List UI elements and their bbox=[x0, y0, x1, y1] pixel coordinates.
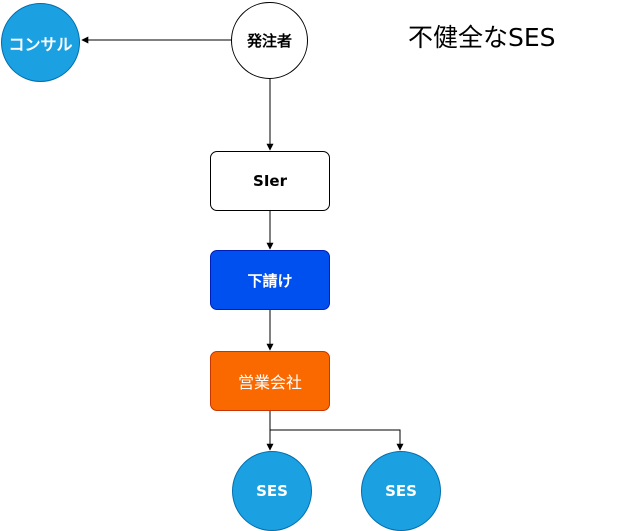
node-ses-2[interactable]: SES bbox=[361, 451, 441, 531]
node-consul[interactable]: コンサル bbox=[1, 3, 80, 82]
node-consul-label: コンサル bbox=[8, 34, 73, 54]
node-client[interactable]: 発注者 bbox=[231, 2, 308, 79]
node-ses-1-label: SES bbox=[256, 482, 288, 500]
node-sales-company-label: 営業会社 bbox=[237, 373, 302, 392]
node-sales-company[interactable]: 営業会社 bbox=[210, 351, 330, 411]
node-sier[interactable]: SIer bbox=[210, 151, 330, 211]
node-ses-2-label: SES bbox=[385, 482, 417, 500]
node-subcontractor[interactable]: 下請け bbox=[210, 250, 330, 310]
node-ses-1[interactable]: SES bbox=[232, 451, 312, 531]
diagram-title: 不健全なSES bbox=[408, 23, 556, 52]
node-subcontractor-label: 下請け bbox=[247, 271, 293, 290]
node-sier-label: SIer bbox=[253, 172, 287, 190]
edge-sales-to-ses-2 bbox=[270, 429, 404, 451]
node-client-label: 発注者 bbox=[246, 32, 292, 50]
